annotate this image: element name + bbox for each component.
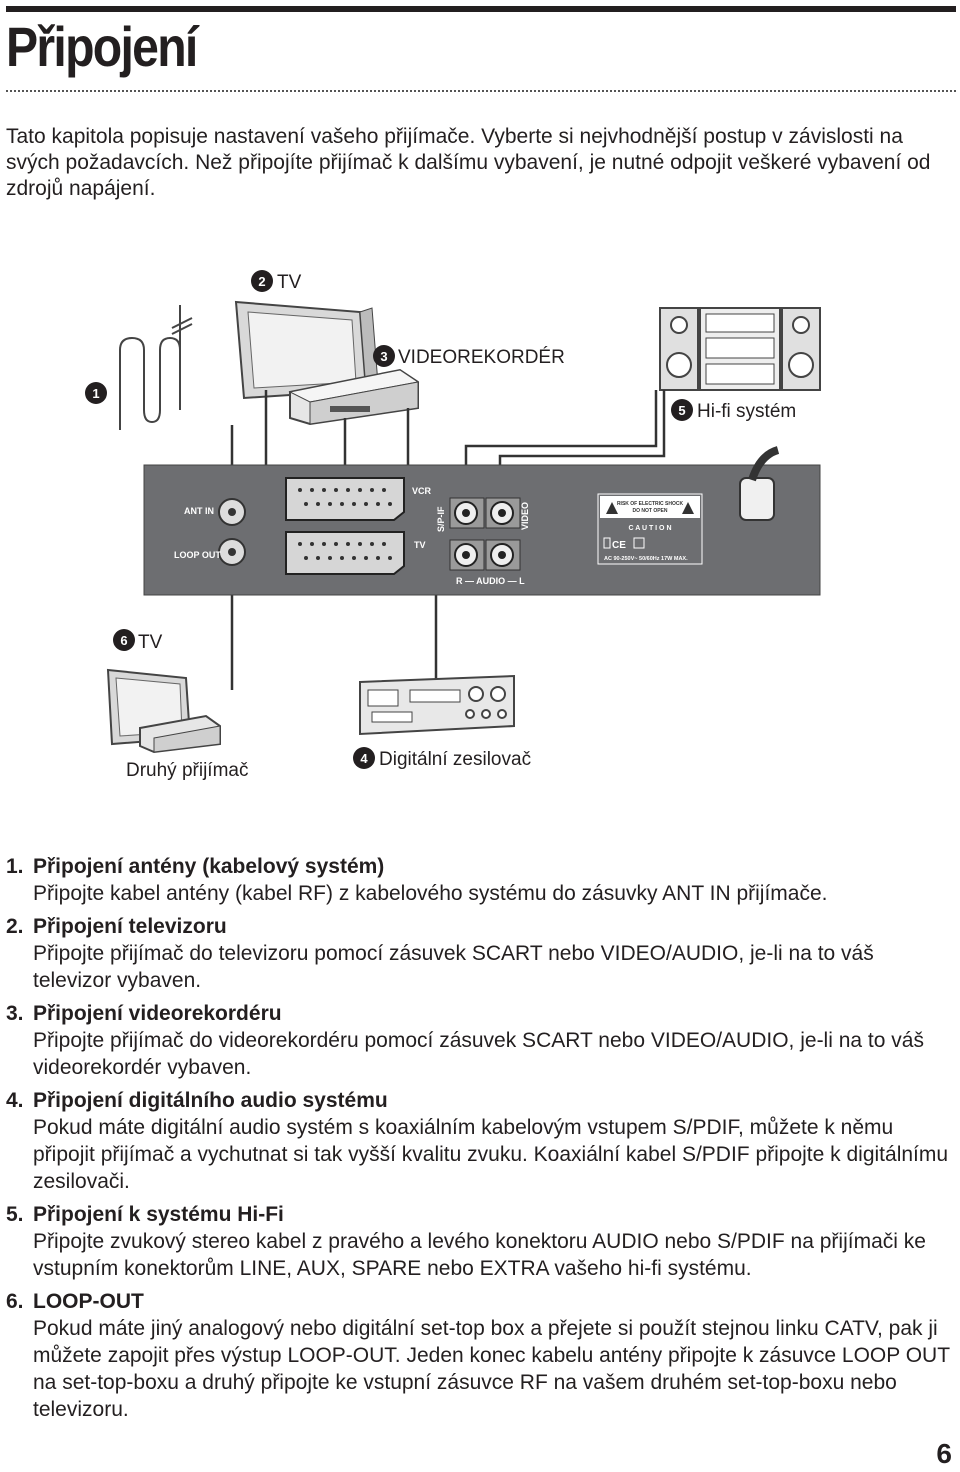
power-rating: AC 90-250V~ 50/60Hz 17W MAX. <box>604 556 688 562</box>
badge-1-number: 1 <box>92 386 99 401</box>
label-second-receiver: Druhý přijímač <box>126 760 248 781</box>
panel-label-loop-out: LOOP OUT <box>174 550 221 560</box>
section-number: 3. <box>6 1002 24 1025</box>
badge-2-number: 2 <box>258 274 265 289</box>
warning-line2: DO NOT OPEN <box>632 508 667 514</box>
digital-amplifier-icon <box>359 674 515 736</box>
caution-text: C A U T I O N <box>628 525 671 532</box>
connection-sections: 1. Připojení antény (kabelový systém) Př… <box>6 853 956 1429</box>
section-body: Pokud máte jiný analogový nebo digitální… <box>33 1317 950 1421</box>
section-loop-out: 6. LOOP-OUT Pokud máte jiný analogový ne… <box>6 1288 956 1423</box>
badge-4-number: 4 <box>360 751 368 766</box>
caution-label: RISK OF ELECTRIC SHOCK DO NOT OPEN C A U… <box>597 493 703 565</box>
label-hifi: Hi-fi systém <box>697 401 796 422</box>
section-hifi: 5. Připojení k systému Hi-Fi Připojte zv… <box>6 1201 956 1282</box>
second-receiver-icon <box>139 714 221 754</box>
badge-6-icon: 6 <box>113 629 135 651</box>
label-tv: TV <box>277 272 302 293</box>
hifi-system-icon <box>659 307 821 391</box>
receiver-rear-panel: ANT IN LOOP OUT VCR TV <box>143 446 821 596</box>
intro-paragraph: Tato kapitola popisuje nastavení vašeho … <box>6 125 931 200</box>
tv-top-icon <box>234 300 379 400</box>
top-rule <box>6 6 956 12</box>
badge-2-icon: 2 <box>251 270 273 292</box>
badge-5-number: 5 <box>678 403 685 418</box>
badge-3-number: 3 <box>380 349 387 364</box>
section-number: 5. <box>6 1203 24 1226</box>
antenna-cable-icon <box>119 305 193 430</box>
panel-label-ant-in: ANT IN <box>184 506 214 516</box>
panel-label-video: VIDEO <box>520 502 530 530</box>
title-divider <box>6 90 956 92</box>
section-digital-audio: 4. Připojení digitálního audio systému P… <box>6 1087 956 1195</box>
section-heading: Připojení televizoru <box>33 915 227 938</box>
section-antenna: 1. Připojení antény (kabelový systém) Př… <box>6 853 956 907</box>
panel-label-audio: R — AUDIO — L <box>456 576 525 586</box>
section-heading: LOOP-OUT <box>33 1290 144 1313</box>
badge-4-icon: 4 <box>353 747 375 769</box>
section-number: 6. <box>6 1290 24 1313</box>
ce-mark: CE <box>612 540 626 551</box>
warning-line1: RISK OF ELECTRIC SHOCK <box>617 501 684 507</box>
section-number: 4. <box>6 1089 24 1112</box>
scart-vcr-connector <box>285 477 405 521</box>
badge-6-number: 6 <box>120 633 127 648</box>
warning-exclamation-icon <box>682 502 694 514</box>
section-body: Pokud máte digitální audio systém s koax… <box>33 1116 949 1193</box>
panel-label-spdif: S/P-IF <box>436 506 446 532</box>
badge-1-icon: 1 <box>85 382 107 404</box>
class2-icon <box>633 537 645 549</box>
connection-diagram: 1 2 TV 3 VIDEOREKORDÉR 5 Hi-fi <box>85 270 821 781</box>
section-body: Připojte kabel antény (kabel RF) z kabel… <box>33 882 828 905</box>
panel-label-tv: TV <box>414 540 426 550</box>
section-tv: 2. Připojení televizoru Připojte přijíma… <box>6 913 956 994</box>
section-heading: Připojení digitálního audio systému <box>33 1089 388 1112</box>
label-amp: Digitální zesilovač <box>379 749 531 770</box>
section-body: Připojte zvukový stereo kabel z pravého … <box>33 1230 926 1280</box>
section-number: 1. <box>6 855 24 878</box>
page-number: 6 <box>936 1438 952 1469</box>
page-title: Připojení <box>6 15 198 78</box>
warning-triangle-icon <box>606 502 618 514</box>
section-vcr: 3. Připojení videorekordéru Připojte při… <box>6 1000 956 1081</box>
badge-3-icon: 3 <box>373 345 395 367</box>
section-number: 2. <box>6 915 24 938</box>
vcr-icon <box>288 368 420 426</box>
panel-label-vcr: VCR <box>412 486 432 496</box>
power-cord-icon <box>739 446 780 521</box>
section-body: Připojte přijímač do videorekordéru pomo… <box>33 1029 924 1079</box>
section-heading: Připojení antény (kabelový systém) <box>33 855 385 878</box>
weee-bin-icon <box>603 537 611 549</box>
scart-tv-connector <box>285 531 405 575</box>
section-body: Připojte přijímač do televizoru pomocí z… <box>33 942 874 992</box>
section-heading: Připojení k systému Hi-Fi <box>33 1203 284 1226</box>
badge-5-icon: 5 <box>671 399 693 421</box>
label-vcr: VIDEOREKORDÉR <box>398 347 565 368</box>
section-heading: Připojení videorekordéru <box>33 1002 282 1025</box>
label-tv-2: TV <box>138 632 163 653</box>
